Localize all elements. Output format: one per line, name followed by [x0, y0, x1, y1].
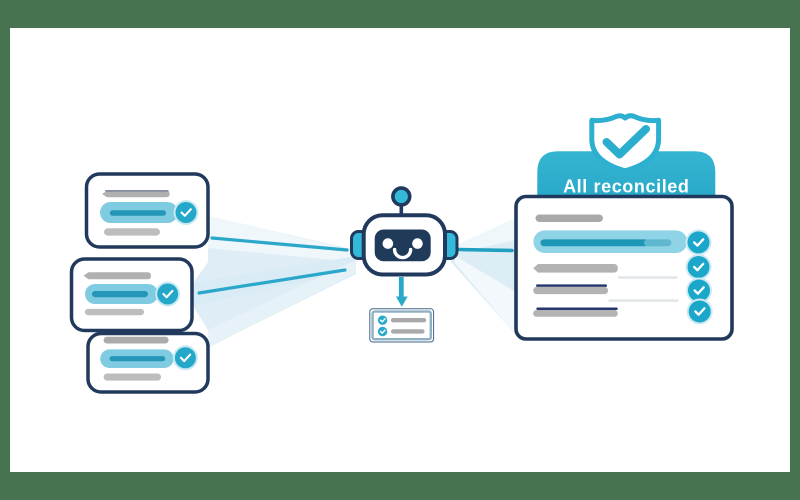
svg-text:All reconciled: All reconciled	[563, 177, 689, 197]
